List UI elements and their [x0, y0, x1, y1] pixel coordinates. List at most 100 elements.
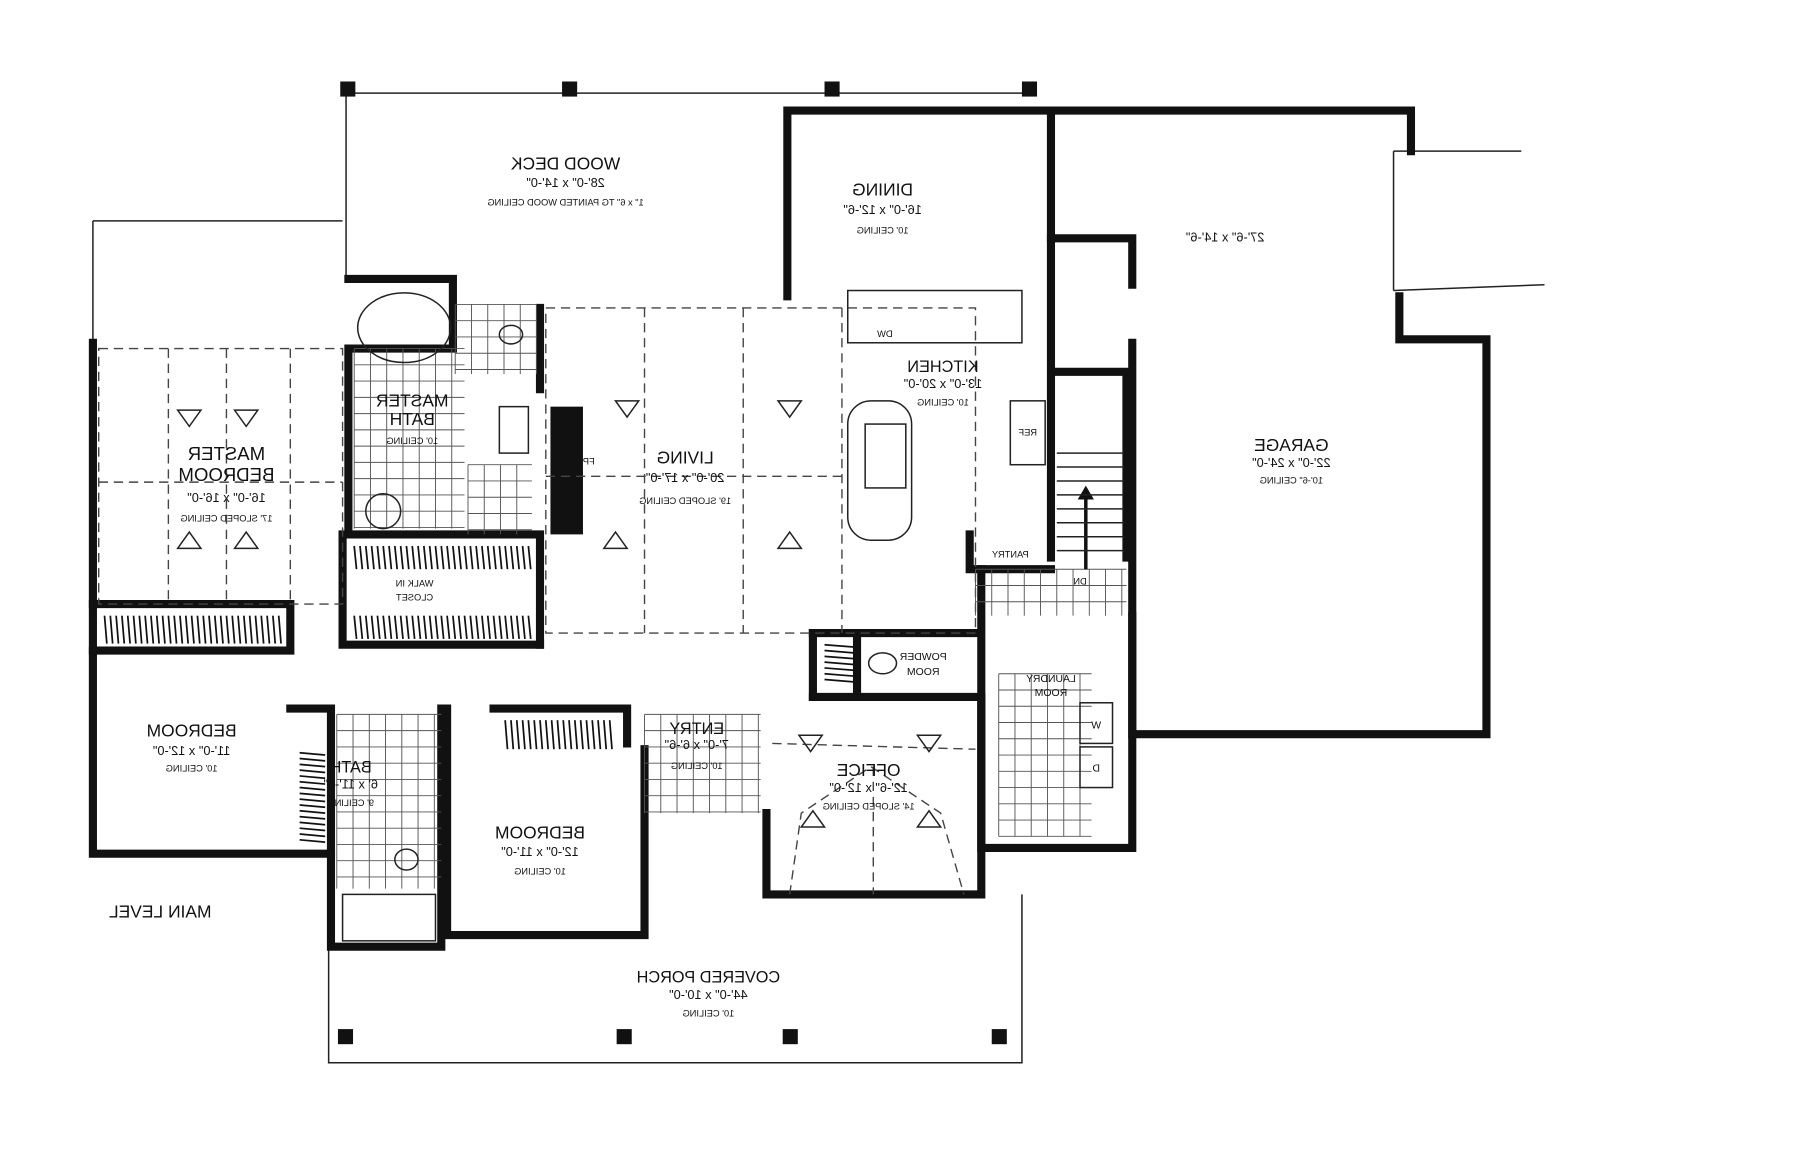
hanger: [492, 545, 497, 570]
hanger: [544, 720, 549, 750]
hanger: [452, 615, 457, 639]
slope-arrows: [176, 400, 943, 828]
stair-treads: [1056, 452, 1125, 552]
hanger: [382, 545, 387, 570]
hanger: [299, 827, 326, 832]
hanger: [492, 615, 497, 639]
hanger: [527, 720, 532, 750]
hanger: [405, 545, 410, 570]
vanity-icon: [498, 405, 530, 454]
hanger: [527, 615, 532, 639]
hanger: [423, 545, 428, 570]
room-name: ROOM: [907, 667, 939, 678]
hanger: [510, 615, 515, 639]
hanger: [562, 720, 567, 750]
hanger: [824, 655, 854, 660]
room-note: 10' CEILING: [671, 761, 723, 771]
hanger: [428, 545, 433, 570]
hanger: [299, 769, 326, 774]
hanger: [417, 615, 422, 639]
slope-arrow-icon: [176, 409, 203, 428]
room-name: BATH: [390, 409, 435, 429]
fixtures: [103, 289, 1125, 942]
hanger: [393, 545, 399, 570]
room-dims: 6' x 11'-6": [323, 777, 378, 792]
hanger: [299, 757, 326, 762]
washer-label: W: [1091, 720, 1101, 731]
hanger: [510, 720, 515, 750]
hanger: [824, 678, 854, 683]
powder-toilet-icon: [867, 652, 898, 675]
hanger: [248, 615, 253, 644]
hanger: [452, 545, 457, 570]
hanger: [824, 672, 854, 677]
hanger: [208, 615, 213, 644]
room-note: 10' CEILING: [386, 436, 438, 446]
hanger: [457, 545, 462, 570]
room-dims: 13'-0" x 20'-0": [904, 376, 983, 391]
room-dims: 16'-0" x 12'-6": [843, 202, 922, 217]
slope-arrow-icon: [176, 530, 203, 550]
hanger: [184, 615, 189, 644]
room-name: BATH: [330, 758, 372, 776]
hanger: [299, 775, 326, 780]
room-name: GARAGE: [1254, 435, 1328, 455]
hanger: [527, 545, 532, 570]
hanger: [173, 615, 178, 644]
hanger: [364, 545, 369, 570]
hanger: [521, 615, 526, 639]
dw-label: DW: [877, 329, 893, 339]
hanger: [608, 720, 613, 750]
hanger: [533, 720, 538, 750]
hanger: [277, 615, 282, 644]
hanger: [138, 615, 143, 644]
hanger: [521, 545, 526, 570]
hanger: [196, 615, 201, 644]
hanger: [190, 615, 195, 644]
hanger: [585, 720, 590, 750]
hanger: [591, 720, 596, 750]
dryer-label: D: [1092, 763, 1100, 774]
hanger: [556, 720, 561, 750]
room-name: OFFICE: [837, 760, 901, 780]
hanger: [481, 615, 486, 639]
room-name: DINING: [852, 179, 913, 199]
hanger: [370, 615, 375, 639]
hanger: [597, 720, 602, 750]
hanger: [411, 615, 416, 639]
room-name: BEDROOM: [178, 464, 274, 485]
hanger: [440, 615, 445, 639]
slope-arrow-icon: [799, 809, 826, 828]
hanger: [504, 545, 509, 570]
room-dims: 44'-0" x 10'-0": [669, 987, 748, 1002]
hanger: [446, 615, 451, 639]
hanger: [376, 545, 381, 570]
dryer-icon: [1079, 746, 1114, 789]
hanger: [498, 615, 503, 639]
room-note: 10' CEILING: [166, 763, 218, 773]
slope-arrow-icon: [915, 809, 943, 828]
slope-arrow-icon: [614, 400, 641, 419]
hanger: [388, 615, 393, 639]
hanger: [272, 615, 277, 644]
fireplace-label: FP: [583, 457, 595, 467]
slope-arrow-icon: [233, 530, 260, 550]
toilet-icon: [498, 324, 524, 345]
hanger: [299, 815, 326, 820]
shower-icon: [341, 893, 437, 942]
hanger: [299, 792, 326, 797]
hanger: [364, 615, 369, 639]
room-note: 17' SLOPED CEILING: [180, 514, 272, 524]
hanger: [481, 545, 486, 570]
hanger: [393, 615, 399, 639]
hanger: [260, 615, 265, 644]
hanger: [411, 545, 416, 570]
hanger: [161, 615, 166, 644]
hanger: [568, 720, 573, 750]
room-note: 19' SLOPED CEILING: [639, 496, 731, 506]
refrigerator-icon: [1009, 400, 1046, 466]
hanger: [299, 786, 326, 791]
hanger: [115, 615, 120, 644]
room-dims: 7'-0" x 6'-6": [665, 737, 729, 752]
